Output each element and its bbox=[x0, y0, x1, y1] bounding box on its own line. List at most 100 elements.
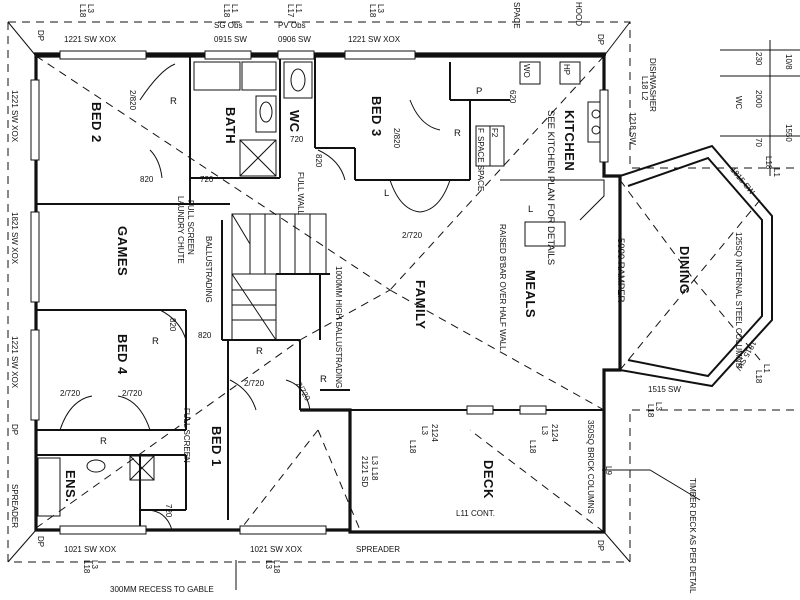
note-spreader-bottom: SPREADER bbox=[356, 545, 400, 554]
door-720-ens: 720 bbox=[164, 504, 173, 518]
note-wo: WO bbox=[522, 64, 531, 78]
door-2-720c: 2/720 bbox=[244, 379, 265, 388]
note-dp-tl: DP bbox=[36, 30, 45, 41]
door-swings bbox=[59, 63, 451, 531]
note-lintel-a: 2124 bbox=[430, 424, 439, 442]
note-laundry: LAUNDRY CHUTE bbox=[176, 196, 185, 264]
win-left-bottom: 1221 SW XOX bbox=[10, 336, 19, 389]
room-games: GAMES bbox=[115, 226, 130, 276]
note-brick-cols: 350SQ BRICK COLUMNS bbox=[586, 420, 595, 514]
note-lintel-a3: L3 bbox=[420, 426, 429, 435]
win-left-top: 1221 SW XOX bbox=[10, 90, 19, 143]
room-deck: DECK bbox=[481, 460, 496, 499]
door-2-820: 2/820 bbox=[128, 90, 137, 111]
dim-2000: 2000 bbox=[754, 90, 763, 108]
note-r4: R bbox=[256, 346, 263, 357]
note-dp-bl: DP bbox=[36, 536, 45, 547]
window-markers bbox=[30, 50, 609, 535]
hdr-l18b: L18 bbox=[368, 4, 377, 18]
room-ens: ENS. bbox=[63, 470, 78, 502]
note-l18-bay: L18 bbox=[754, 370, 763, 384]
note-dp-br: DP bbox=[596, 540, 605, 551]
note-timber: TIMBER DECK AS PER DETAIL bbox=[688, 478, 697, 594]
note-full-wall: FULL WALL bbox=[296, 172, 305, 216]
door-720b: 720 bbox=[290, 135, 304, 144]
note-l9: L9 bbox=[604, 466, 613, 475]
win-bottom-mid: 1021 SW XOX bbox=[250, 545, 303, 554]
note-r5: R bbox=[320, 374, 327, 385]
dim-l18: L18 bbox=[764, 156, 773, 170]
hdr-dw-l18: L18 L2 bbox=[640, 76, 649, 101]
door-2-720a: 2/720 bbox=[60, 389, 81, 398]
hdr-sg-l1: L1 bbox=[230, 4, 239, 13]
dim-wc: WC bbox=[734, 96, 743, 110]
note-lintel-a4: L18 bbox=[408, 440, 417, 454]
dim-l1: L1 bbox=[772, 168, 781, 177]
hdr-dishwasher: DISHWASHER bbox=[648, 58, 657, 112]
recess-leader bbox=[235, 469, 701, 590]
staircase bbox=[231, 213, 330, 341]
note-spreader-left: SPREADER bbox=[10, 484, 19, 528]
side-dimensions: 230 2000 70 1550 10/8 WC L18 L1 bbox=[720, 40, 800, 177]
note-raised-bbar: RAISED B'BAR OVER HALF WALL bbox=[498, 224, 507, 351]
dim-10-8: 10/8 bbox=[784, 54, 793, 70]
win-bay-low: 1515 SW bbox=[648, 385, 681, 394]
note-r2: R bbox=[454, 128, 461, 139]
door-2-720d: 2/720 bbox=[294, 381, 312, 403]
win-right-kitchen: 1218 SW bbox=[628, 112, 637, 145]
door-2-720b: 2/720 bbox=[122, 389, 143, 398]
room-kitchen: KITCHEN bbox=[562, 110, 577, 171]
door-820c: 820 bbox=[198, 331, 212, 340]
note-l18-b1: L18 bbox=[646, 404, 655, 418]
note-full-screen-top: FULL SCREEN bbox=[186, 200, 195, 255]
notes: FULL WALL FULL SCREEN LAUNDRY CHUTE BALL… bbox=[10, 30, 771, 594]
note-r1: R bbox=[170, 96, 177, 107]
win-bay-top: 1815 SW bbox=[728, 166, 756, 197]
door-720a: 720 bbox=[200, 175, 214, 184]
note-ballustrading: BALLUSTRADING bbox=[204, 236, 213, 303]
room-bath: BATH bbox=[223, 107, 238, 144]
note-high-ball: 1000MM HIGH BALLUSTRADING bbox=[334, 266, 343, 388]
win-top-pv: 0906 SW bbox=[278, 35, 311, 44]
dim-230: 230 bbox=[754, 52, 763, 66]
exterior-walls bbox=[34, 52, 773, 534]
note-lintel-b: 2124 bbox=[550, 424, 559, 442]
room-dining: DINING bbox=[677, 246, 692, 295]
note-dp-l: DP bbox=[10, 424, 19, 435]
win-top-left: 1221 SW XOX bbox=[64, 35, 117, 44]
dim-1550: 1550 bbox=[784, 124, 793, 142]
room-bed2: BED 2 bbox=[89, 102, 104, 143]
note-space-space: SPACE SPACE bbox=[476, 136, 485, 191]
hdr-pv-l1: L1 bbox=[294, 4, 303, 13]
room-bed4: BED 4 bbox=[115, 334, 130, 375]
hdr-pv-l17: L17 bbox=[286, 4, 295, 18]
note-dp-tr: DP bbox=[596, 34, 605, 45]
note-lintel-b4: L18 bbox=[528, 440, 537, 454]
win-left-mid: 1821 SW XOX bbox=[10, 212, 19, 265]
door-820-bed3: 2/820 bbox=[392, 128, 401, 149]
room-labels: BED 2 BATH WC BED 3 KITCHEN SEE KITCHEN … bbox=[63, 96, 692, 502]
hdr-sg-l18: L18 bbox=[222, 4, 231, 18]
note-l3-b1: L3 bbox=[654, 402, 663, 411]
hdr-hood: HOOD bbox=[574, 2, 583, 26]
note-l18-left-top: L18 bbox=[272, 560, 281, 574]
door-820-bed4: 820 bbox=[168, 318, 177, 332]
note-l2: L bbox=[528, 204, 533, 215]
note-lintel-c: L3 L18 bbox=[370, 456, 379, 481]
room-family: FAMILY bbox=[413, 280, 428, 329]
note-l18-left-b: L18 bbox=[82, 560, 91, 574]
door-labels: 2/820 820 720 720 820 2/820 620 2/720 82… bbox=[60, 90, 517, 518]
note-lintel-c2: 2121 SD bbox=[360, 456, 369, 487]
door-2-720-bed3: 2/720 bbox=[402, 231, 423, 240]
dim-70: 70 bbox=[754, 138, 763, 147]
note-p: P bbox=[476, 86, 482, 97]
note-recess: 300MM RECESS TO GABLE bbox=[110, 585, 214, 594]
note-lintel-b3: L3 bbox=[540, 426, 549, 435]
fixtures bbox=[37, 61, 605, 517]
room-meals: MEALS bbox=[523, 270, 538, 318]
door-820a: 820 bbox=[140, 175, 154, 184]
note-l11: L11 CONT. bbox=[456, 509, 495, 518]
note-hp: HP bbox=[562, 64, 571, 75]
hdr-l3b: L3 bbox=[376, 4, 385, 13]
